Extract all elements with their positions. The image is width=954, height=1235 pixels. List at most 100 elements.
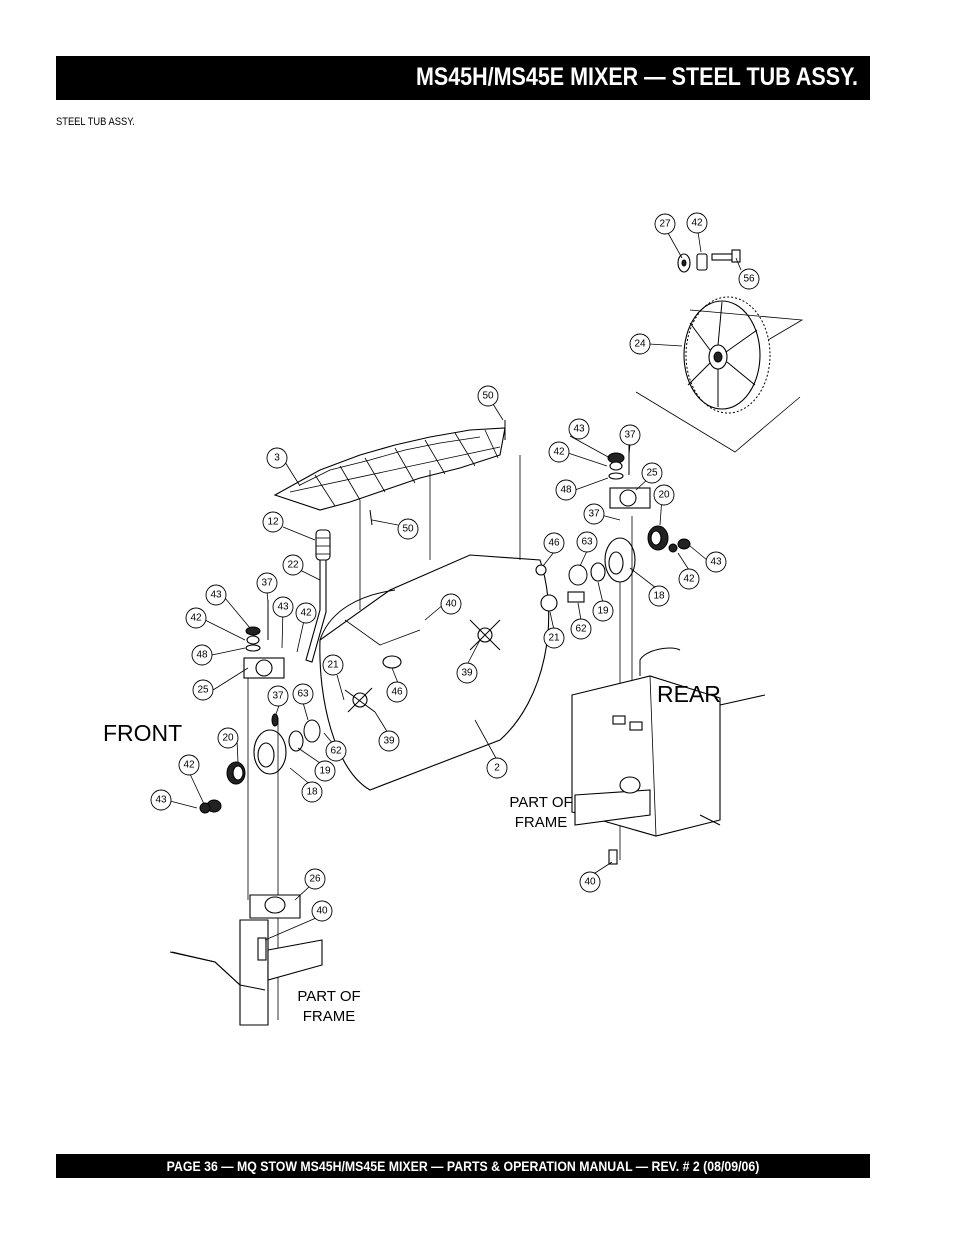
svg-text:42: 42 [190,613,202,624]
page-footer-text: PAGE 36 — MQ STOW MS45H/MS45E MIXER — PA… [166,1158,760,1174]
svg-text:26: 26 [309,874,321,885]
svg-text:12: 12 [267,517,279,528]
leader-lines [169,231,742,941]
callout-39: 39 [456,662,478,684]
callout-50: 50 [477,385,499,407]
callout-18: 18 [301,781,323,803]
callout-37: 37 [583,503,605,525]
svg-text:19: 19 [597,606,609,617]
callout-22: 22 [282,554,304,576]
callout-56: 56 [738,268,760,290]
svg-text:43: 43 [277,602,289,613]
svg-text:42: 42 [683,574,695,585]
svg-text:42: 42 [300,608,312,619]
callout-37: 37 [256,572,278,594]
callout-46: 46 [386,681,408,703]
svg-text:48: 48 [196,650,208,661]
svg-text:18: 18 [653,591,665,602]
callout-46: 46 [543,532,565,554]
callout-42: 42 [678,568,700,590]
callout-19: 19 [592,600,614,622]
callout-21: 21 [543,627,565,649]
svg-text:24: 24 [634,339,646,350]
svg-text:37: 37 [588,509,600,520]
svg-text:18: 18 [306,787,318,798]
svg-text:56: 56 [743,274,755,285]
svg-text:39: 39 [461,668,473,679]
front-frame-label-line1: PART OF [297,988,360,1005]
front-label: FRONT [103,720,182,746]
page-title: MS45H/MS45E MIXER — STEEL TUB ASSY. [415,63,858,91]
callout-20: 20 [653,484,675,506]
callout-42: 42 [178,754,200,776]
svg-text:63: 63 [581,537,593,548]
callout-24: 24 [629,333,651,355]
svg-text:42: 42 [691,218,703,229]
drive-gear-wheel [635,296,804,453]
callout-42: 42 [686,212,708,234]
svg-text:62: 62 [330,746,342,757]
svg-text:37: 37 [261,578,273,589]
svg-text:40: 40 [445,599,457,610]
callout-43: 43 [150,789,172,811]
callout-21: 21 [322,654,344,676]
callout-25: 25 [641,462,663,484]
svg-text:27: 27 [659,219,671,230]
page-title-bar: MS45H/MS45E MIXER — STEEL TUB ASSY. [56,56,870,100]
page-footer-bar: PAGE 36 — MQ STOW MS45H/MS45E MIXER — PA… [56,1154,870,1178]
svg-text:19: 19 [319,766,331,777]
svg-text:21: 21 [548,633,560,644]
callout-48: 48 [191,644,213,666]
svg-text:37: 37 [272,691,284,702]
front-bearing-assembly [199,600,321,1020]
callout-50: 50 [397,518,419,540]
callout-2: 2 [486,757,508,779]
callout-43: 43 [272,596,294,618]
svg-text:3: 3 [274,453,280,464]
callout-37: 37 [619,424,641,446]
tub-grate [273,420,506,526]
svg-text:37: 37 [624,430,636,441]
callout-40: 40 [579,871,601,893]
svg-text:43: 43 [710,557,722,568]
callout-43: 43 [205,584,227,606]
callout-42: 42 [295,602,317,624]
callout-42: 42 [185,607,207,629]
front-frame-label-line2: FRAME [303,1008,356,1025]
wheel-hardware [677,249,741,273]
callout-48: 48 [555,479,577,501]
steel-tub [319,455,550,791]
svg-text:42: 42 [183,760,195,771]
callout-43: 43 [705,551,727,573]
callout-20: 20 [217,727,239,749]
svg-text:42: 42 [553,447,565,458]
callout-63: 63 [576,531,598,553]
callout-18: 18 [648,585,670,607]
rear-frame [571,647,766,865]
svg-text:2: 2 [494,763,500,774]
svg-text:20: 20 [222,733,234,744]
svg-text:43: 43 [155,795,167,806]
callout-3: 3 [266,447,288,469]
rear-label: REAR [657,681,721,707]
callout-19: 19 [314,760,336,782]
callout-39: 39 [378,730,400,752]
callout-37: 37 [267,685,289,707]
svg-text:46: 46 [391,687,403,698]
svg-text:21: 21 [327,660,339,671]
svg-text:50: 50 [402,524,414,535]
paddle-hardware [344,619,501,713]
svg-text:43: 43 [573,424,585,435]
callout-62: 62 [325,740,347,762]
front-frame [169,894,323,1026]
svg-text:48: 48 [560,485,572,496]
callout-26: 26 [304,868,326,890]
svg-text:20: 20 [658,490,670,501]
callout-25: 25 [192,679,214,701]
callout-63: 63 [292,683,314,705]
callout-40: 40 [440,593,462,615]
callout-40: 40 [311,900,333,922]
svg-text:40: 40 [316,906,328,917]
svg-text:62: 62 [575,624,587,635]
dump-handle [305,529,331,663]
